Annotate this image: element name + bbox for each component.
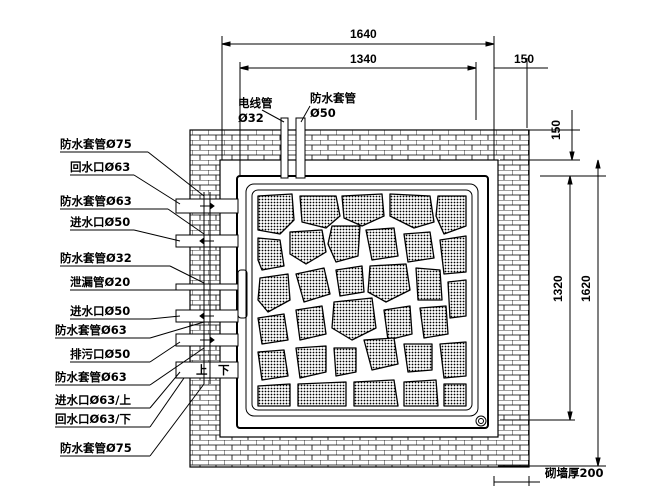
dimension-lines xyxy=(221,36,606,486)
pool-basin xyxy=(236,175,489,429)
dim-overall-width: 1640 xyxy=(350,27,377,41)
pipe-mark-up: 上 xyxy=(196,363,208,377)
left-label-7: 进水口Ø50 xyxy=(70,304,130,318)
top-label-sleeve: 防水套管 xyxy=(310,91,356,105)
dim-wall-top: 150 xyxy=(549,120,563,140)
left-label-5: 防水套管Ø32 xyxy=(60,251,132,265)
pipe-mark-down: 下 xyxy=(218,363,230,377)
dim-inner-width: 1340 xyxy=(350,52,377,66)
dim-overall-height: 1620 xyxy=(579,275,593,302)
leak-pipe-fitting xyxy=(237,269,248,319)
pipe-flow-arrows xyxy=(199,202,215,344)
top-labels: 电线管 Ø32 防水套管 Ø50 xyxy=(238,91,356,125)
top-label-wire-pipe: 电线管 xyxy=(238,96,273,110)
dim-wall-thickness: 砌墙厚200 xyxy=(544,466,604,480)
dim-wall-right: 150 xyxy=(514,52,534,66)
left-label-9: 排污口Ø50 xyxy=(70,347,130,361)
left-label-4: 进水口Ø50 xyxy=(70,215,130,229)
left-label-6: 泄漏管Ø20 xyxy=(70,275,130,289)
left-label-1: 防水套管Ø75 xyxy=(60,137,132,151)
top-label-sleeve-size: Ø50 xyxy=(310,106,336,120)
left-label-8: 防水套管Ø63 xyxy=(55,323,127,337)
left-label-11: 进水口Ø63/上 xyxy=(55,393,131,407)
vertical-sleeves xyxy=(203,192,211,384)
dim-inner-height: 1320 xyxy=(551,275,565,302)
left-label-2: 回水口Ø63 xyxy=(70,160,130,174)
left-label-3: 防水套管Ø63 xyxy=(60,194,132,208)
left-labels: 防水套管Ø75 回水口Ø63 防水套管Ø63 进水口Ø50 防水套管Ø32 泄漏… xyxy=(55,137,205,457)
top-label-wire-pipe-size: Ø32 xyxy=(238,111,264,125)
left-label-13: 防水套管Ø75 xyxy=(60,441,132,455)
drain-circle xyxy=(475,415,487,427)
left-label-10: 防水套管Ø63 xyxy=(55,370,127,384)
stone-pattern xyxy=(257,193,467,407)
top-pipes xyxy=(280,117,306,179)
left-label-12: 回水口Ø63/下 xyxy=(55,412,131,426)
